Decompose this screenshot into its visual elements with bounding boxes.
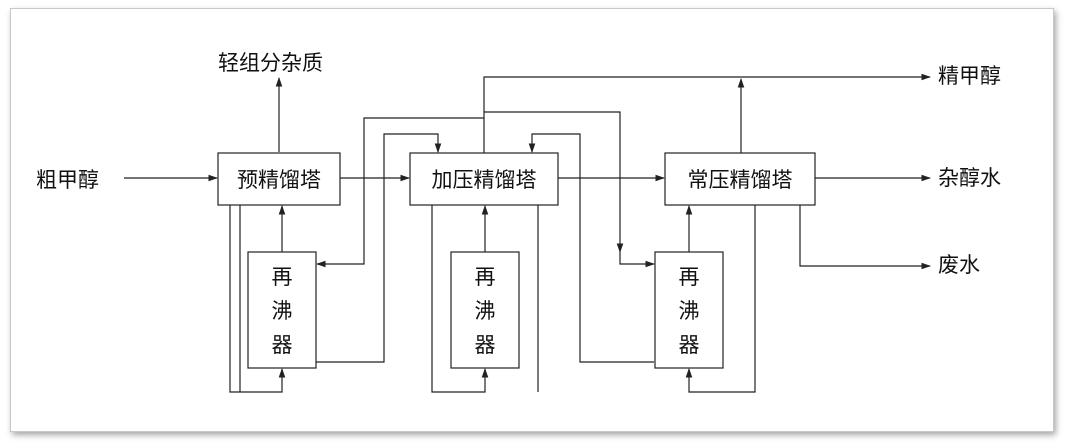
diagram-frame bbox=[10, 8, 1054, 432]
svg-text:沸: 沸 bbox=[272, 299, 293, 323]
output-refined-methanol-label: 精甲醇 bbox=[938, 64, 1001, 88]
pre-column-label: 预精馏塔 bbox=[237, 168, 321, 192]
output-waste-water-label: 废水 bbox=[938, 253, 980, 277]
pressure-bottom-loop bbox=[431, 205, 489, 393]
reboiler-1-box bbox=[247, 251, 317, 369]
reboiler3-return-to-pressure bbox=[528, 133, 654, 363]
svg-text:再: 再 bbox=[679, 265, 700, 289]
svg-text:再: 再 bbox=[475, 265, 496, 289]
header-to-reboiler3-feed bbox=[619, 252, 655, 268]
output-fusel-water-label: 杂醇水 bbox=[938, 166, 1001, 190]
atmospheric-column-label: 常压精馏塔 bbox=[688, 168, 793, 192]
reboiler1-return-to-pressure bbox=[316, 133, 442, 363]
svg-text:再: 再 bbox=[272, 265, 293, 289]
reboiler-2-box bbox=[450, 251, 520, 369]
svg-text:器: 器 bbox=[679, 333, 700, 357]
pre-column-box bbox=[217, 152, 341, 206]
svg-text:器: 器 bbox=[272, 333, 293, 357]
reboiler-3-box bbox=[654, 251, 724, 369]
atm-bottom-loop bbox=[685, 205, 756, 393]
pressure-column-label: 加压精馏塔 bbox=[432, 168, 537, 192]
svg-text:器: 器 bbox=[475, 333, 496, 357]
input-crude-methanol-label: 粗甲醇 bbox=[36, 168, 99, 192]
svg-text:沸: 沸 bbox=[679, 299, 700, 323]
refined-methanol-header bbox=[483, 73, 931, 153]
pressure-overhead-to-reboiler1 bbox=[316, 117, 484, 268]
pressure-vapor-to-reboiler3 bbox=[484, 111, 624, 253]
waste-water-arrow bbox=[799, 205, 931, 270]
pre-column-bottom-loop bbox=[229, 205, 286, 393]
atmospheric-column-box bbox=[664, 152, 816, 206]
reboiler-2-label: 再 沸 器 bbox=[475, 265, 496, 357]
output-light-impurities-label: 轻组分杂质 bbox=[218, 51, 323, 75]
svg-text:沸: 沸 bbox=[475, 299, 496, 323]
reboiler-3-label: 再 沸 器 bbox=[679, 265, 700, 357]
reboiler-1-label: 再 沸 器 bbox=[272, 265, 293, 357]
